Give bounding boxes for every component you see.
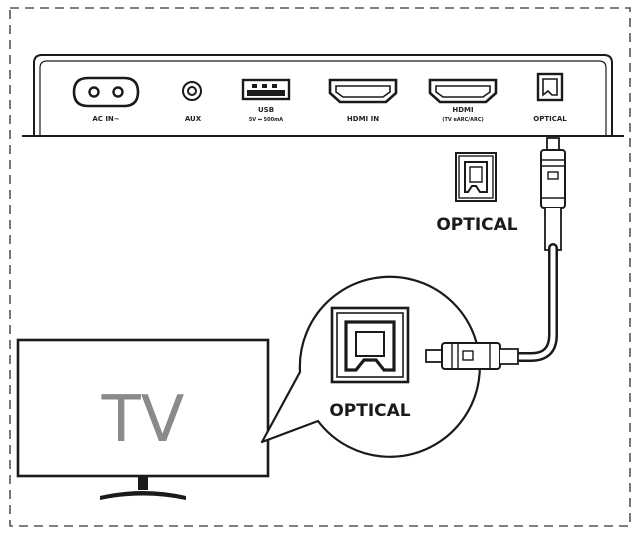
tv-label: TV bbox=[101, 383, 185, 457]
hdmi-arc-sublabel: (TV eARC/ARC) bbox=[442, 117, 484, 123]
tv-stand-neck bbox=[138, 476, 148, 490]
tv-stand-base bbox=[100, 491, 186, 500]
aux-jack-icon bbox=[182, 81, 202, 101]
optical-callout-top: OPTICAL bbox=[436, 152, 518, 235]
usb-label: USB bbox=[258, 106, 274, 114]
aux-port: AUX bbox=[182, 81, 202, 123]
optical-callout-bubble-label: OPTICAL bbox=[329, 401, 410, 421]
hdmi-arc-label: HDMI bbox=[452, 106, 473, 114]
ac-in-port: AC IN~ bbox=[72, 76, 140, 123]
hdmi-in-socket-icon bbox=[328, 78, 398, 104]
optical-plug-top bbox=[540, 137, 566, 251]
optical-plug-side bbox=[425, 342, 519, 370]
dashed-frame bbox=[9, 7, 631, 527]
tv-optical-port: OPTICAL bbox=[329, 306, 411, 421]
ac-in-label: AC IN~ bbox=[92, 115, 119, 123]
aux-label: AUX bbox=[185, 115, 202, 123]
optical-socket-icon bbox=[536, 72, 564, 102]
optical-callout-icon bbox=[455, 152, 497, 202]
tv-optical-icon bbox=[330, 306, 410, 384]
optical-port-label: OPTICAL bbox=[533, 115, 567, 123]
usb-socket-icon bbox=[241, 78, 291, 101]
tv-screen bbox=[16, 338, 270, 478]
optical-port: OPTICAL bbox=[533, 72, 567, 123]
usb-port: USB 5V ⎓ 500mA bbox=[241, 78, 291, 123]
hdmi-arc-socket-icon bbox=[428, 78, 498, 104]
soundbar-rear-panel bbox=[22, 54, 624, 137]
optical-cable bbox=[493, 243, 558, 362]
ac-in-socket-icon bbox=[72, 76, 140, 108]
hdmi-in-port: HDMI IN bbox=[328, 78, 398, 123]
hdmi-in-label: HDMI IN bbox=[347, 115, 379, 123]
hdmi-arc-port: HDMI (TV eARC/ARC) bbox=[428, 78, 498, 123]
optical-callout-top-label: OPTICAL bbox=[436, 215, 517, 235]
usb-sublabel: 5V ⎓ 500mA bbox=[249, 117, 283, 123]
tv: TV bbox=[16, 338, 270, 500]
